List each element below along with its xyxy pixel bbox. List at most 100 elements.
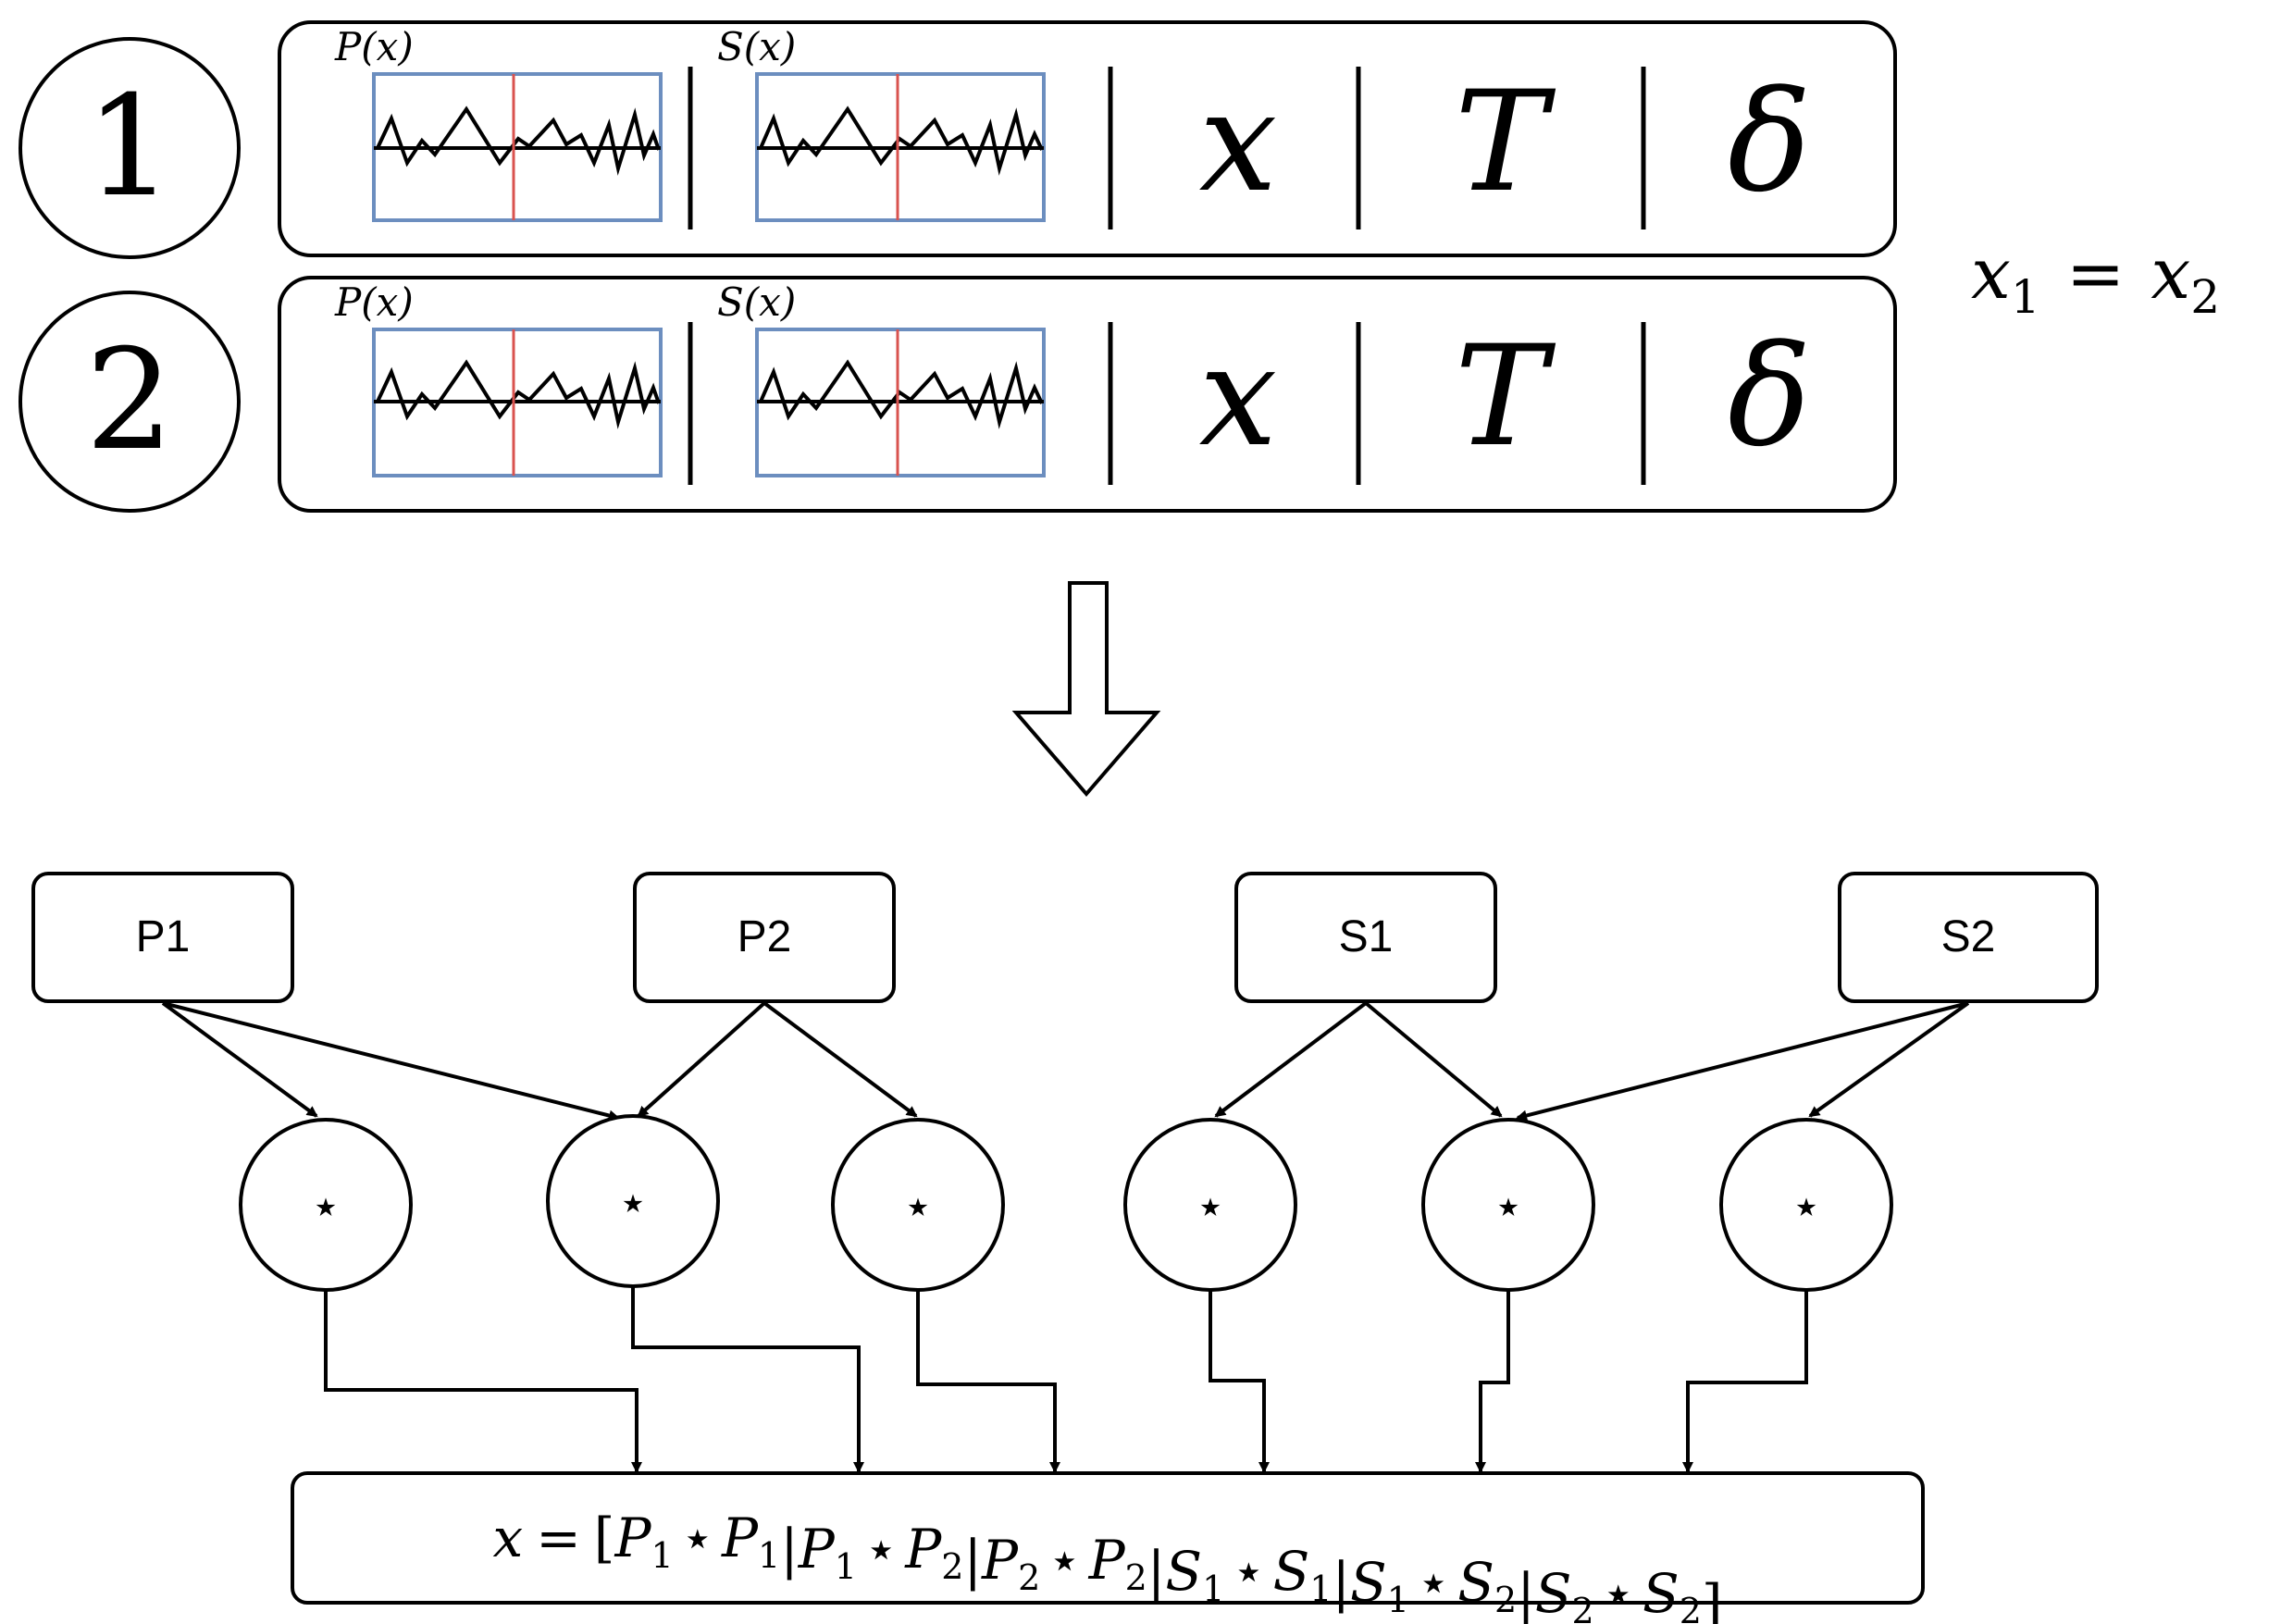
formula-term-subscript: 1: [835, 1546, 857, 1587]
formula-term-symbol: P: [981, 1529, 1019, 1592]
equality-lhs-sub: 1: [2011, 270, 2040, 324]
plot-waveform: [376, 359, 661, 429]
formula-separator: |: [1517, 1562, 1535, 1624]
formula-term-symbol: P: [614, 1506, 651, 1569]
source-box-p2: P2: [633, 872, 896, 1003]
formula-term-symbol: P: [721, 1506, 759, 1569]
formula-term-symbol: P: [798, 1518, 836, 1581]
operator-node-5: ⋆: [1421, 1118, 1595, 1292]
p-signal-plot: [372, 72, 663, 222]
field-t: T: [1455, 316, 1556, 477]
plot-label-s: S(x): [717, 24, 796, 69]
formula-term-subscript: 2: [1571, 1591, 1593, 1624]
record-row: [278, 276, 1897, 513]
formula-term-subscript: 1: [651, 1535, 673, 1576]
formula-separator: |: [1147, 1540, 1166, 1603]
record-row: [278, 20, 1897, 257]
equality-rhs-sub: 2: [2190, 270, 2220, 324]
result-formula: x=[P1⋆P1|P1⋆P2|P2⋆P2|S1⋆S1|S1⋆S2|S2⋆S2]: [492, 1506, 1722, 1624]
star-operator: ⋆: [1195, 1177, 1226, 1235]
formula-term-operator: ⋆: [681, 1506, 714, 1569]
formula-term-symbol: S: [1457, 1551, 1494, 1614]
formula-term-subscript: 2: [941, 1546, 963, 1587]
arrow-s1-to-op4: [1214, 1001, 1368, 1118]
record-1: 1 P(x) S(x) x T δ: [19, 20, 1897, 259]
star-operator: ⋆: [1493, 1177, 1524, 1235]
source-box-frame: [1838, 872, 2099, 1003]
formula-term-symbol: S: [1165, 1540, 1202, 1603]
formula-lhs: x: [492, 1506, 523, 1569]
arrow-s1-to-op5: [1364, 1001, 1503, 1118]
plot-waveform: [759, 105, 1044, 176]
arrow-s2-to-op6: [1808, 1001, 1970, 1118]
arrow-op4-to-result: [1209, 1290, 1270, 1473]
arrow-op6-to-result: [1682, 1290, 1808, 1473]
source-box-frame: [1234, 872, 1497, 1003]
source-box-s1: S1: [1234, 872, 1497, 1003]
formula-term-symbol: S: [1273, 1540, 1310, 1603]
formula-term-operator: ⋆: [1602, 1562, 1635, 1624]
field-x: x: [1199, 62, 1278, 223]
arrow-op5-to-result: [1475, 1290, 1510, 1473]
equality-operator: =: [2066, 232, 2126, 315]
formula-term-symbol: S: [1535, 1562, 1572, 1624]
formula-close-bracket: ]: [1702, 1573, 1723, 1624]
plot-label-s: S(x): [717, 279, 796, 325]
star-operator: ⋆: [310, 1177, 341, 1235]
star-operator: ⋆: [902, 1177, 934, 1235]
s-signal-plot: [755, 72, 1046, 222]
source-label: P2: [738, 912, 792, 961]
source-box-frame: [31, 872, 294, 1003]
field-delta: δ: [1728, 62, 1811, 223]
output-arrows: [324, 1286, 1808, 1473]
source-box-frame: [633, 872, 896, 1003]
formula-separator: |: [780, 1518, 799, 1581]
formula-separator: |: [963, 1529, 982, 1592]
formula-term-symbol: P: [1088, 1529, 1126, 1592]
arrow-p1-to-op1: [161, 1001, 318, 1118]
arrow-p2-to-op2: [637, 1001, 766, 1118]
source-box-p1: P1: [31, 872, 294, 1003]
equality-lhs-var: x: [1971, 232, 2011, 315]
field-t: T: [1455, 62, 1556, 223]
star-operator: ⋆: [1791, 1177, 1822, 1235]
arrow-op3-to-result: [916, 1290, 1060, 1473]
formula-term-subscript: 1: [1202, 1568, 1224, 1609]
formula-term-subscript: 2: [1680, 1591, 1702, 1624]
result-box: x=[P1⋆P1|P1⋆P2|P2⋆P2|S1⋆S1|S1⋆S2|S2⋆S2]: [291, 1471, 1925, 1624]
formula-term-subscript: 2: [1494, 1580, 1517, 1620]
arrow-s2-to-op5: [1516, 1001, 1969, 1122]
formula-term-symbol: S: [1643, 1562, 1680, 1624]
source-box-s2: S2: [1838, 872, 2099, 1003]
field-delta: δ: [1728, 316, 1811, 477]
source-label: S2: [1941, 912, 1996, 961]
arrow-op1-to-result: [324, 1290, 642, 1473]
transform-arrow: [1011, 581, 1161, 798]
formula-equals: =: [536, 1506, 581, 1569]
formula-term-subscript: 1: [1309, 1568, 1332, 1609]
operator-node-6: ⋆: [1719, 1118, 1893, 1292]
source-label: S1: [1339, 912, 1394, 961]
formula-term-symbol: P: [904, 1518, 942, 1581]
record-number-badge: [19, 37, 241, 259]
operator-node-2: ⋆: [546, 1114, 720, 1288]
formula-separator: |: [1332, 1551, 1350, 1614]
source-label: P1: [136, 912, 191, 961]
equality-rhs-var: x: [2151, 232, 2190, 315]
s-signal-plot: [755, 328, 1046, 477]
equality-note: x1=x2: [1971, 232, 2220, 324]
formula-term-operator: ⋆: [1232, 1540, 1265, 1603]
plot-waveform: [759, 359, 1044, 429]
plot-waveform: [376, 105, 661, 176]
plot-label-p: P(x): [334, 279, 414, 325]
record-number: 1: [85, 67, 173, 228]
formula-term-operator: ⋆: [1048, 1529, 1081, 1592]
arrow-p1-to-op2: [162, 1001, 620, 1122]
operator-node-4: ⋆: [1123, 1118, 1297, 1292]
record-number-badge: [19, 291, 241, 513]
input-arrows: [161, 1001, 1970, 1122]
formula-term-operator: ⋆: [1417, 1551, 1450, 1614]
formula-open-bracket: [: [594, 1506, 615, 1569]
formula-term-subscript: 1: [758, 1535, 780, 1576]
record-2: 2 P(x) S(x) x T δ: [19, 276, 1897, 513]
